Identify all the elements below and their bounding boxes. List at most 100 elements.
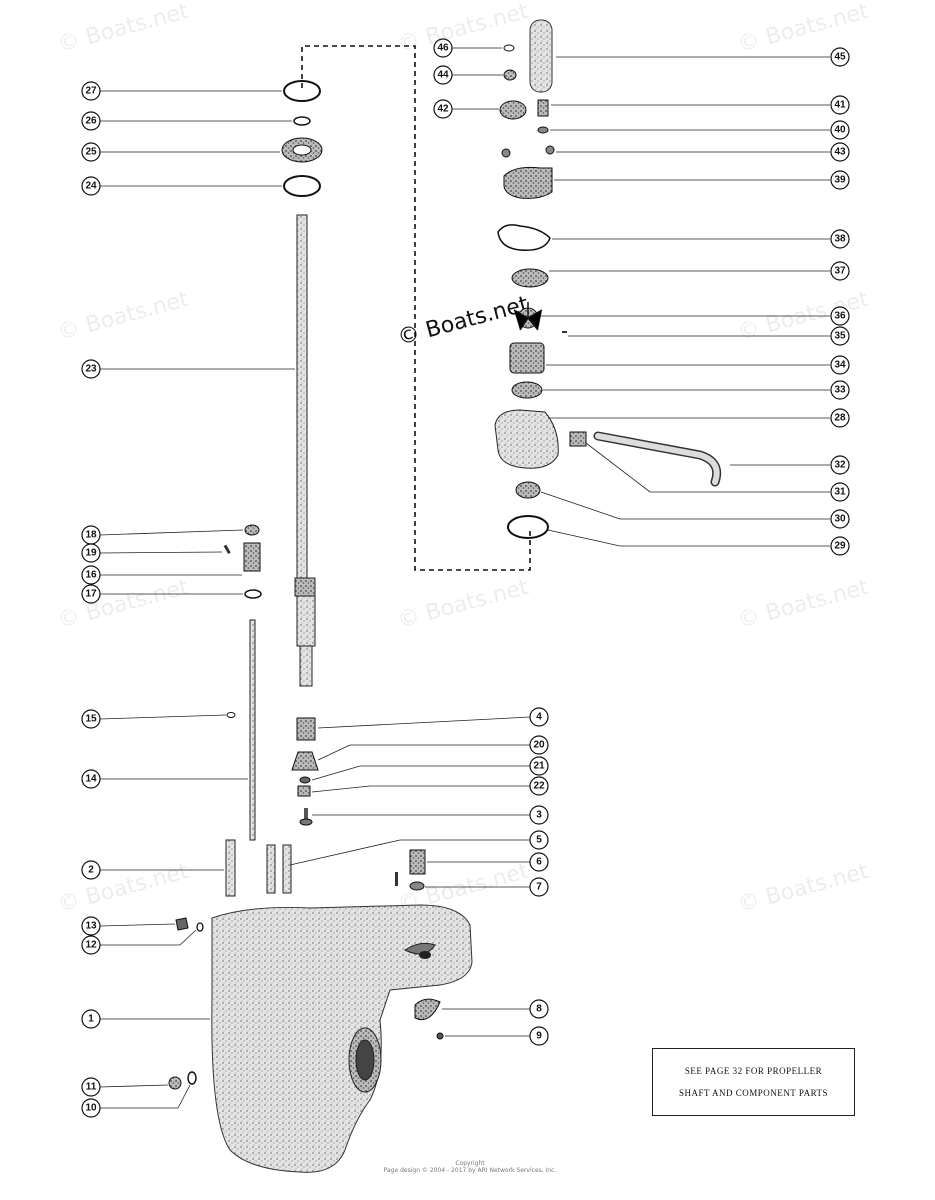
callout-4: 4 <box>529 707 549 727</box>
tube-2b <box>266 844 276 894</box>
pin-5 <box>395 872 398 886</box>
callout-3: 3 <box>529 805 549 825</box>
callout-38: 38 <box>830 229 850 249</box>
o-ring-29 <box>507 515 549 539</box>
callout-5: 5 <box>529 830 549 850</box>
seal-30 <box>515 481 541 499</box>
svg-text:37: 37 <box>834 266 846 277</box>
washer-21 <box>299 776 311 784</box>
svg-text:24: 24 <box>85 181 97 192</box>
callout-37: 37 <box>830 261 850 281</box>
footer-line-2: Page design © 2004 - 2017 by ARI Network… <box>383 1167 557 1174</box>
callout-40: 40 <box>830 120 850 140</box>
gear-housing-1 <box>211 904 473 1173</box>
tube-2a <box>225 839 236 897</box>
callout-28: 28 <box>830 408 850 428</box>
washer-7 <box>409 881 425 891</box>
svg-text:10: 10 <box>85 1103 97 1114</box>
bushing-41 <box>537 99 549 117</box>
svg-text:31: 31 <box>834 487 846 498</box>
callout-39: 39 <box>830 170 850 190</box>
svg-text:18: 18 <box>85 530 97 541</box>
base-28 <box>494 409 559 469</box>
washer-40 <box>537 126 549 134</box>
washer-10 <box>187 1071 197 1085</box>
callout-43: 43 <box>830 142 850 162</box>
svg-text:43: 43 <box>834 147 846 158</box>
callout-42: 42 <box>433 99 453 119</box>
impeller-36 <box>513 302 543 331</box>
callout-33: 33 <box>830 380 850 400</box>
callout-23: 23 <box>81 359 101 379</box>
screw-3 <box>299 808 313 826</box>
svg-text:21: 21 <box>533 761 545 772</box>
callout-9: 9 <box>529 1026 549 1046</box>
svg-text:14: 14 <box>85 774 97 785</box>
see-page-note: SEE PAGE 32 FOR PROPELLER SHAFT AND COMP… <box>652 1048 855 1116</box>
svg-text:9: 9 <box>536 1031 542 1042</box>
callout-19: 19 <box>81 543 101 563</box>
svg-text:26: 26 <box>85 116 97 127</box>
watermark-text: © Boats.net <box>735 0 871 58</box>
callout-30: 30 <box>830 509 850 529</box>
fitting-13 <box>175 917 189 931</box>
callouts: 27 26 25 24 23 18 19 16 17 15 14 2 13 12… <box>81 38 850 1118</box>
svg-text:22: 22 <box>533 781 545 792</box>
note-line-2: SHAFT AND COMPONENT PARTS <box>678 1088 829 1098</box>
watermark-text: © Boats.net <box>55 575 191 634</box>
leader-lines <box>99 56 830 1109</box>
callout-11: 11 <box>81 1077 101 1097</box>
callout-13: 13 <box>81 916 101 936</box>
driveshaft-23 <box>294 214 316 687</box>
watermark-text: © Boats.net <box>395 0 531 58</box>
nut-22 <box>297 785 311 797</box>
callout-24: 24 <box>81 176 101 196</box>
svg-text:12: 12 <box>85 940 97 951</box>
callout-34: 34 <box>830 355 850 375</box>
plate-33 <box>511 381 543 399</box>
nut-43a <box>501 148 511 158</box>
grommet-44 <box>503 69 517 81</box>
callout-12: 12 <box>81 935 101 955</box>
callout-21: 21 <box>529 756 549 776</box>
tube-2c <box>282 844 292 894</box>
o-ring-27 <box>283 80 321 102</box>
svg-text:1: 1 <box>88 1014 94 1025</box>
watermark-text: © Boats.net <box>55 287 191 346</box>
svg-text:7: 7 <box>536 882 542 893</box>
bushing-6 <box>409 849 426 875</box>
pump-housing-39 <box>503 166 553 199</box>
svg-text:17: 17 <box>85 589 97 600</box>
watermark-text: © Boats.net <box>55 859 191 918</box>
svg-text:25: 25 <box>85 147 97 158</box>
callout-8: 8 <box>529 999 549 1019</box>
shift-shaft-14 <box>249 619 256 841</box>
callout-26: 26 <box>81 111 101 131</box>
callout-17: 17 <box>81 584 101 604</box>
callout-2: 2 <box>81 860 101 880</box>
bearing-4 <box>296 717 316 741</box>
svg-text:34: 34 <box>834 360 846 371</box>
callout-15: 15 <box>81 709 101 729</box>
svg-text:13: 13 <box>85 921 97 932</box>
plug-11 <box>168 1076 182 1090</box>
callout-46: 46 <box>433 38 453 58</box>
svg-text:15: 15 <box>85 714 97 725</box>
callout-29: 29 <box>830 536 850 556</box>
copyright-footer: Copyright Page design © 2004 - 2017 by A… <box>370 1160 570 1174</box>
sleeve-31 <box>569 431 587 447</box>
svg-text:20: 20 <box>533 740 545 751</box>
svg-text:16: 16 <box>85 570 97 581</box>
watermark-layer: © Boats.net © Boats.net © Boats.net © Bo… <box>55 0 871 918</box>
callout-22: 22 <box>529 776 549 796</box>
callout-44: 44 <box>433 65 453 85</box>
svg-text:38: 38 <box>834 234 846 245</box>
o-ring-24 <box>283 175 321 197</box>
key-35 <box>562 331 567 333</box>
svg-text:11: 11 <box>86 1082 97 1093</box>
note-line-1: SEE PAGE 32 FOR PROPELLER <box>684 1066 823 1076</box>
watermark-text: © Boats.net <box>55 0 191 58</box>
svg-text:2: 2 <box>88 865 94 876</box>
svg-text:19: 19 <box>85 548 97 559</box>
